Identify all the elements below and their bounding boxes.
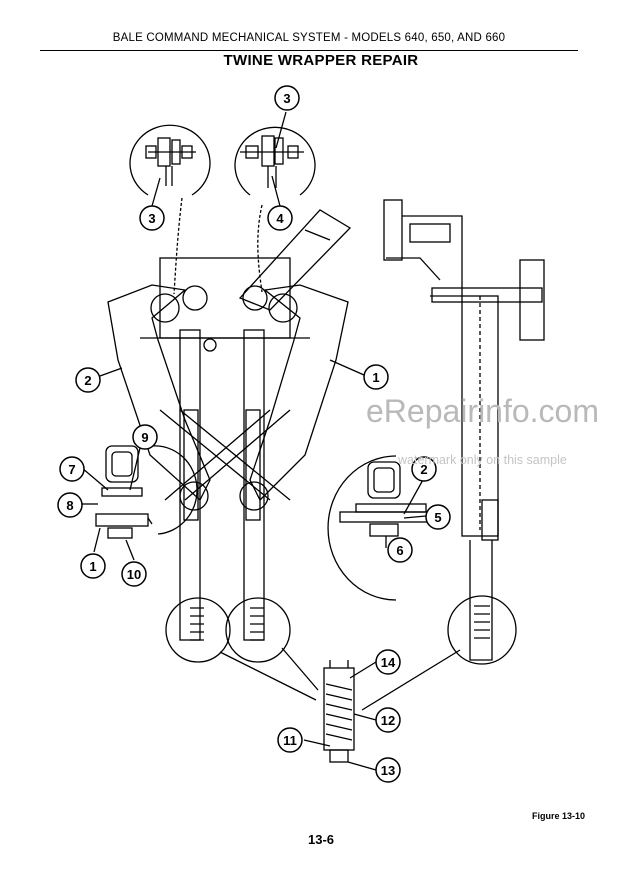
callout-label: 1 bbox=[89, 559, 96, 574]
callout-3-left: 3 bbox=[139, 205, 165, 231]
callout-2-left: 2 bbox=[75, 367, 101, 393]
watermark-note: watermark only on this sample bbox=[398, 453, 567, 467]
callout-5: 5 bbox=[425, 504, 451, 530]
callout-11: 11 bbox=[277, 727, 303, 753]
callout-label: 14 bbox=[381, 655, 396, 670]
callout-14: 14 bbox=[375, 649, 401, 675]
callout-2-right: 2 bbox=[411, 456, 437, 482]
watermark: eRepairinfo.com bbox=[366, 393, 599, 429]
callout-12: 12 bbox=[375, 707, 401, 733]
callout-label: 1 bbox=[372, 370, 379, 385]
mounting-plate bbox=[159, 257, 291, 339]
callout-label: 13 bbox=[381, 763, 395, 778]
callout-label: 7 bbox=[68, 462, 75, 477]
callout-9: 9 bbox=[132, 424, 158, 450]
callout-label: 3 bbox=[148, 211, 155, 226]
page-number: 13-6 bbox=[307, 832, 335, 847]
callout-label: 3 bbox=[283, 91, 290, 106]
callout-label: 4 bbox=[276, 211, 284, 226]
callout-3-top: 3 bbox=[274, 85, 300, 111]
figure-label: Figure 13-10 bbox=[532, 811, 586, 821]
callout-13: 13 bbox=[375, 757, 401, 783]
callout-8: 8 bbox=[57, 492, 83, 518]
callout-label: 6 bbox=[396, 543, 403, 558]
callout-label: 8 bbox=[66, 498, 73, 513]
page-header: BALE COMMAND MECHANICAL SYSTEM - MODELS … bbox=[40, 32, 578, 51]
callout-label: 10 bbox=[127, 567, 141, 582]
callout-label: 2 bbox=[420, 462, 427, 477]
callout-label: 9 bbox=[141, 430, 148, 445]
detail-circle-top-left bbox=[129, 124, 211, 196]
callout-6: 6 bbox=[387, 537, 413, 563]
callouts: 3 3 4 1 2 9 7 8 bbox=[57, 85, 451, 783]
callout-7: 7 bbox=[59, 456, 85, 482]
page-title: TWINE WRAPPER REPAIR bbox=[223, 52, 419, 69]
callout-label: 11 bbox=[283, 733, 297, 748]
callout-label: 12 bbox=[381, 713, 395, 728]
callout-4: 4 bbox=[267, 205, 293, 231]
callout-10: 10 bbox=[121, 561, 147, 587]
callout-1-right: 1 bbox=[363, 364, 389, 390]
callout-label: 2 bbox=[84, 373, 91, 388]
callout-1-bottom: 1 bbox=[80, 553, 106, 579]
detail-circle-top-right bbox=[234, 126, 316, 196]
callout-label: 5 bbox=[434, 510, 441, 525]
